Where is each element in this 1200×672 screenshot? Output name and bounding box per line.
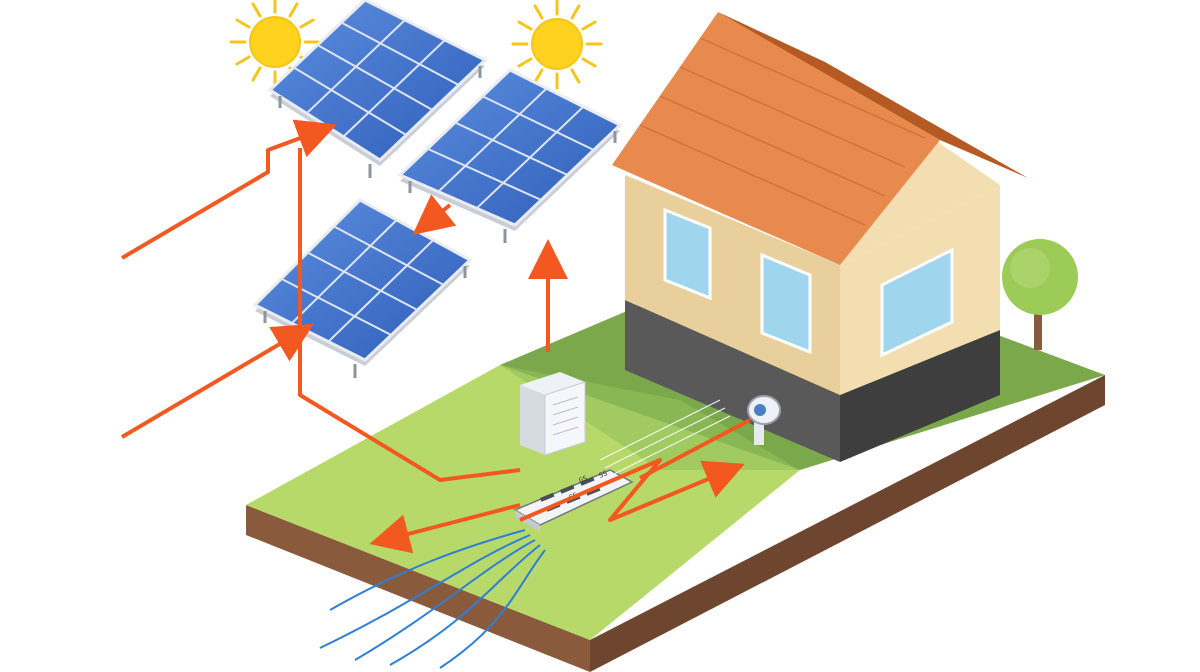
cables xyxy=(599,399,731,477)
house-icon xyxy=(612,12,1028,462)
soil-front xyxy=(246,505,590,672)
meter-icon xyxy=(747,395,781,445)
house-foundation-left xyxy=(625,300,840,462)
soil-right xyxy=(590,375,1105,672)
roof-tiles xyxy=(639,37,926,226)
board-text-2: SS xyxy=(598,469,609,480)
arrow-board-left xyxy=(369,503,521,554)
arrow-meter xyxy=(639,418,751,480)
house-roof-edge xyxy=(718,12,1028,178)
window-left-2 xyxy=(760,252,812,355)
energy-arrows xyxy=(120,119,751,554)
arrow-zigzag xyxy=(519,458,745,522)
house-roof xyxy=(612,12,940,265)
arrow-left-lower xyxy=(120,323,314,439)
window-left-1 xyxy=(663,207,712,301)
tree-trunk xyxy=(1034,300,1042,350)
inverter-icon xyxy=(520,372,586,456)
window-right xyxy=(880,247,954,358)
suns xyxy=(229,0,603,90)
sun-icon xyxy=(511,0,603,90)
arrow-left-upper xyxy=(120,119,338,260)
solar-panel-icon xyxy=(252,198,473,378)
solar-panel-icon xyxy=(397,68,623,243)
ground-wires xyxy=(319,529,546,669)
arrow-panel-link xyxy=(412,194,457,235)
house-foundation-right xyxy=(840,330,1000,462)
arrow-vertical xyxy=(298,148,521,482)
board-text-1: GS xyxy=(578,474,589,485)
tree-icon xyxy=(1002,239,1078,350)
house-gable xyxy=(840,140,1000,265)
